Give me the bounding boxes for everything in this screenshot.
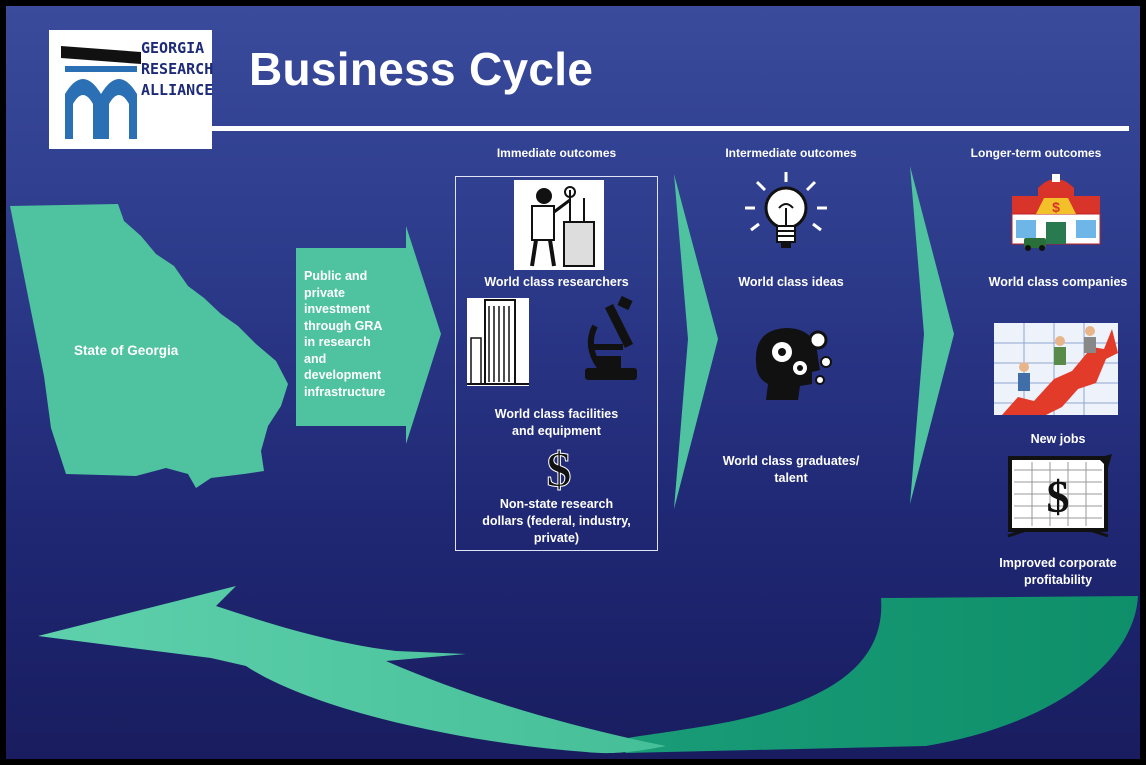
graduates-line: World class graduates/ <box>722 454 860 468</box>
profitability-line: profitability <box>1023 573 1093 587</box>
logo-arches-icon <box>61 46 141 139</box>
dollars-label: Non-state research dollars (federal, ind… <box>455 496 658 547</box>
profitability-label: Improved corporate profitability <box>968 555 1140 589</box>
return-arrow <box>38 586 1138 754</box>
profitability-line: Improved corporate <box>999 556 1117 570</box>
graduates-label: World class graduates/ talent <box>696 453 886 487</box>
companies-label: World class companies <box>988 275 1128 289</box>
growth-chart-icon <box>994 323 1118 415</box>
header-immediate: Immediate outcomes <box>496 146 617 160</box>
gra-logo: GEORGIA RESEARCH ALLIANCE <box>49 30 213 149</box>
logo-text: GEORGIA RESEARCH ALLIANCE <box>141 38 213 101</box>
store-icon: $ <box>1011 174 1101 251</box>
logo-line-2: RESEARCH <box>141 60 214 78</box>
investment-line: in research <box>304 335 371 349</box>
profit-chart-icon: $ <box>1007 454 1112 538</box>
scientist-icon <box>514 180 604 270</box>
jobs-label: New jobs <box>1030 432 1086 446</box>
investment-label: Public and private investment through GR… <box>304 268 385 400</box>
svg-text:$: $ <box>1052 199 1060 215</box>
lightbulb-icon <box>745 172 827 248</box>
facilities-line: World class facilities <box>494 407 619 421</box>
slide: GEORGIA RESEARCH ALLIANCE Business Cycle… <box>6 6 1140 759</box>
skyscraper-icon <box>467 298 529 386</box>
immediate-outcomes-box <box>455 176 658 551</box>
facilities-line: and equipment <box>512 424 601 438</box>
page-title: Business Cycle <box>249 43 594 95</box>
logo-line-1: GEORGIA <box>141 39 205 57</box>
dollar-icon: $ <box>546 442 572 492</box>
svg-text:$: $ <box>547 442 572 492</box>
header-intermediate: Intermediate outcomes <box>725 146 857 160</box>
facilities-label: World class facilities and equipment <box>455 406 658 440</box>
svg-text:$: $ <box>1047 471 1070 522</box>
investment-line: infrastructure <box>304 384 386 399</box>
investment-arrow <box>296 226 441 444</box>
investment-line: private <box>304 285 345 300</box>
georgia-map-shape <box>10 204 288 488</box>
ideas-label: World class ideas <box>738 275 844 289</box>
dollars-line: dollars (federal, industry, <box>482 514 631 528</box>
microscope-icon <box>585 296 637 380</box>
logo-line-3: ALLIANCE <box>141 81 214 99</box>
state-label: State of Georgia <box>74 343 179 358</box>
head-gears-icon <box>755 328 832 400</box>
investment-line: Public and <box>304 269 368 283</box>
investment-line: through GRA <box>304 318 383 333</box>
header-longer-term: Longer-term outcomes <box>970 146 1102 160</box>
researchers-label: World class researchers <box>484 275 629 289</box>
investment-line: investment <box>304 302 370 316</box>
chevron-arrow-1 <box>674 174 718 509</box>
chevron-arrow-2 <box>910 166 954 504</box>
title-rule <box>211 126 1129 131</box>
investment-line: and <box>304 351 327 366</box>
dollars-line: private) <box>533 531 580 545</box>
dollars-line: Non-state research <box>499 497 614 511</box>
graduates-line: talent <box>774 471 808 485</box>
investment-line: development <box>304 368 382 382</box>
